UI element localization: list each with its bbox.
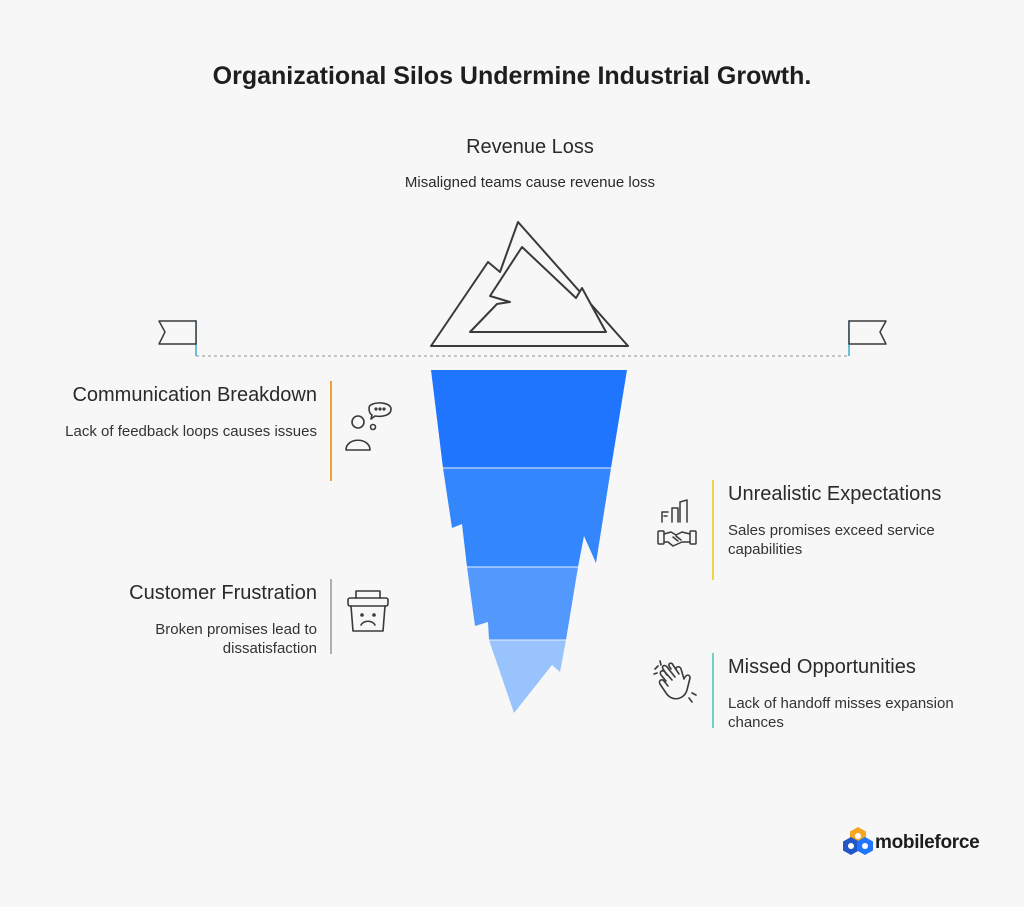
unrealistic-accent-bar: [712, 480, 714, 580]
communication-breakdown-heading: Communication Breakdown: [72, 384, 317, 406]
sad-box-icon: [347, 590, 389, 632]
revenue-loss-block: Revenue Loss Misaligned teams cause reve…: [392, 136, 668, 192]
customer-frustration-description: Broken promises lead to dissatisfaction: [155, 621, 317, 657]
left-flag-icon: [158, 320, 197, 356]
iceberg-tip: [430, 221, 629, 347]
missed-opportunities-description: Lack of handoff misses expansion chances: [728, 695, 954, 731]
communication-breakdown-block: Communication Breakdown Lack of feedback…: [60, 383, 317, 441]
communication-breakdown-description: Lack of feedback loops causes issues: [65, 423, 317, 440]
handshake-icon: [657, 499, 697, 547]
revenue-loss-description: Misaligned teams cause revenue loss: [404, 174, 656, 191]
page-title: Organizational Silos Undermine Industria…: [212, 62, 812, 90]
communication-accent-bar: [330, 381, 332, 481]
chat-person-icon: [345, 402, 392, 451]
unrealistic-expectations-block: Unrealistic Expectations Sales promises …: [728, 482, 988, 559]
customer-frustration-accent-bar: [330, 579, 332, 654]
customer-frustration-heading: Customer Frustration: [129, 582, 317, 604]
missed-opportunities-heading: Missed Opportunities: [728, 656, 916, 678]
iceberg-layer-2: [443, 468, 611, 567]
right-flag-icon: [848, 320, 887, 356]
iceberg-layer-3: [467, 567, 578, 640]
unrealistic-expectations-heading: Unrealistic Expectations: [728, 483, 942, 505]
iceberg-layer-1: [431, 370, 627, 468]
mobileforce-logo-icon: [843, 827, 873, 855]
waving-hand-icon: [653, 660, 697, 703]
brand-name: mobileforce: [875, 832, 980, 853]
revenue-loss-heading: Revenue Loss: [466, 136, 594, 158]
customer-frustration-block: Customer Frustration Broken promises lea…: [60, 581, 317, 658]
missed-opportunities-accent-bar: [712, 653, 714, 728]
iceberg-layer-4: [489, 640, 566, 713]
missed-opportunities-block: Missed Opportunities Lack of handoff mis…: [728, 655, 988, 732]
unrealistic-expectations-description: Sales promises exceed service capabiliti…: [728, 522, 935, 558]
